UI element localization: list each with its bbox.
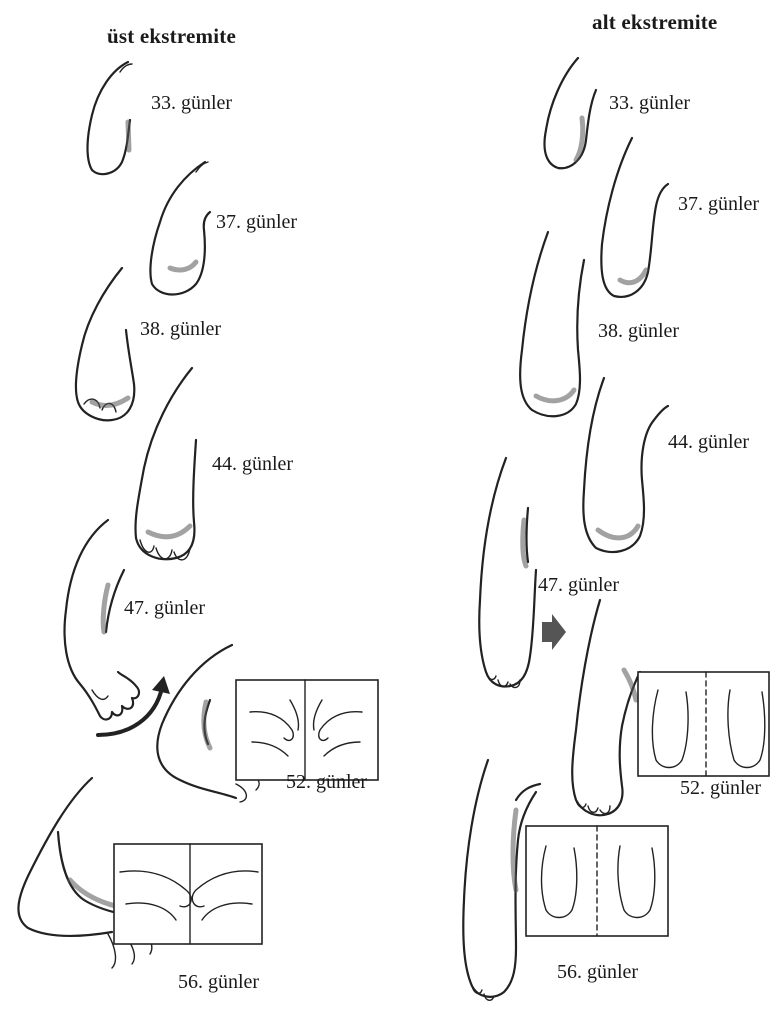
lower-limb-bud-44 [583,378,668,552]
lower-limb-bud-33 [545,58,597,168]
lower-limb-bud-38 [520,232,584,416]
lower-stage-label-38: 38. günler [598,320,679,343]
lower-stage-label-33: 33. günler [609,92,690,115]
lower-limb-title: alt ekstremite [592,10,717,35]
upper-stage-label-44: 44. günler [212,453,293,476]
upper-stage-label-52: 52. günler [286,771,367,794]
upper-stage-label-56: 56. günler [178,971,259,994]
lower-stage-label-56: 56. günler [557,961,638,984]
lower-limb-bud-37 [601,138,668,297]
upper-52-inset-panel [236,680,378,780]
upper-stage-label-47: 47. günler [124,597,205,620]
upper-stage-label-38: 38. günler [140,318,221,341]
lower-stage-label-37: 37. günler [678,193,759,216]
upper-stage-label-37: 37. günler [216,211,297,234]
lower-56-inset-panel [526,826,668,936]
lower-stage-label-52: 52. günler [680,777,761,800]
upper-limb-bud-37 [150,162,210,295]
upper-56-inset-panel [114,844,262,944]
upper-stage-label-33: 33. günler [151,92,232,115]
upper-limb-bud-44 [135,368,196,560]
upper-limb-title: üst ekstremite [107,24,236,49]
transition-arrow [542,614,566,650]
lower-52-inset-panel [638,672,769,776]
lower-stage-label-44: 44. günler [668,431,749,454]
upper-limb-bud-33 [88,62,133,174]
upper-limb-bud-38 [76,268,134,420]
lower-limb-bud-47 [479,458,536,687]
lower-limb-bud-52 [572,600,640,815]
lower-stage-label-47: 47. günler [538,574,619,597]
